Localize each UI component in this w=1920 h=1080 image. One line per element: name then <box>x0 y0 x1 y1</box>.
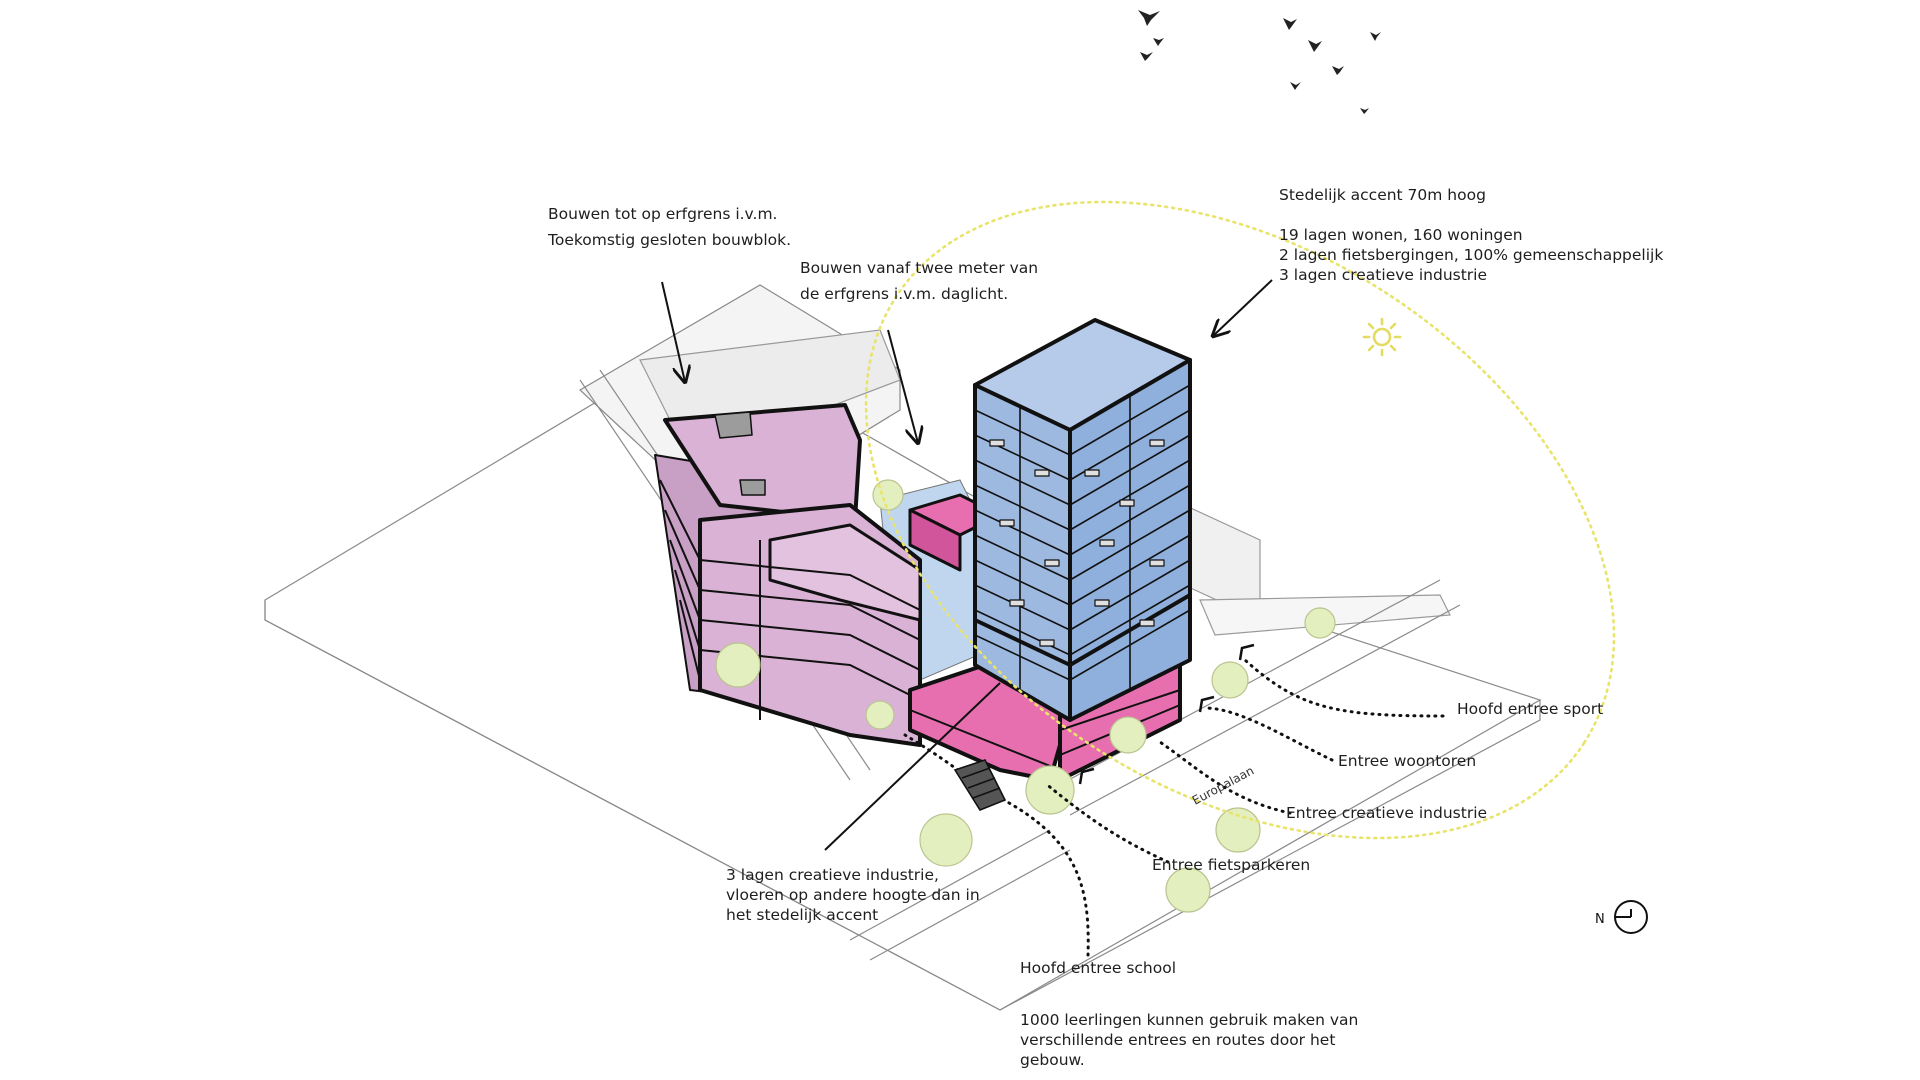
bird-icon <box>1283 18 1297 30</box>
annotation-line: 2 lagen fietsbergingen, 100% gemeenschap… <box>1279 246 1664 264</box>
tree <box>872 479 904 511</box>
annotation-line: Bouwen tot op erfgrens i.v.m. <box>548 205 778 223</box>
tree <box>1304 607 1336 639</box>
tree <box>1025 765 1075 815</box>
route-industrie <box>1158 740 1292 815</box>
annotation-line: Stedelijk accent 70m hoog <box>1279 186 1486 204</box>
bird-icon <box>1140 52 1153 61</box>
residential-tower <box>973 318 1192 722</box>
birds <box>1138 10 1381 114</box>
bird-icon <box>1308 40 1322 52</box>
tree <box>865 700 895 730</box>
annotation-stedelijk-accent: Stedelijk accent 70m hoog 19 lagen wonen… <box>1279 185 1663 285</box>
label-entree-sport: Hoofd entree sport <box>1457 700 1604 718</box>
tree <box>1211 661 1249 699</box>
annotation-line: 19 lagen wonen, 160 woningen <box>1279 226 1523 244</box>
tree <box>1109 716 1147 754</box>
trees <box>715 479 1336 913</box>
arrow-erfgrens <box>661 281 685 382</box>
route-school <box>998 796 1090 957</box>
annotation-line: Bouwen vanaf twee meter van <box>800 259 1039 277</box>
route-sport <box>1243 658 1445 718</box>
entrance-markers <box>1078 643 1255 785</box>
entrance-stairs <box>953 759 1007 811</box>
tree <box>1165 867 1211 913</box>
tree <box>919 813 973 867</box>
annotation-school: 1000 leerlingen kunnen gebruik maken van… <box>1020 1010 1358 1070</box>
annotation-line: 1000 leerlingen kunnen gebruik maken van <box>1020 1011 1359 1029</box>
school-building <box>654 403 922 747</box>
bird-icon <box>1370 32 1381 41</box>
bird-icon <box>1290 82 1301 90</box>
annotation-line: vloeren op andere hoogte dan in <box>726 886 980 904</box>
annotation-line: verschillende entrees en routes door het <box>1020 1031 1336 1049</box>
bird-icon <box>1332 66 1344 75</box>
annotation-line: 3 lagen creatieve industrie, <box>726 866 939 884</box>
annotation-erfgrens: Bouwen tot op erfgrens i.v.m. Toekomstig… <box>548 204 791 250</box>
sun-icon <box>1362 317 1402 357</box>
label-entree-industrie: Entree creatieve industrie <box>1286 804 1488 822</box>
bird-icon <box>1360 108 1369 114</box>
north-arrow-icon <box>1614 900 1648 934</box>
arrow-accent <box>1213 279 1273 336</box>
annotation-line: de erfgrens i.v.m. daglicht. <box>800 285 1009 303</box>
bird-icon <box>1153 38 1164 46</box>
arrow-daglicht <box>887 329 918 443</box>
annotation-daglicht: Bouwen vanaf twee meter van de erfgrens … <box>800 258 1038 304</box>
sun-orbit <box>864 200 1616 840</box>
leader-arrows <box>661 279 1273 851</box>
tree <box>715 642 761 688</box>
label-entree-woontoren: Entree woontoren <box>1338 752 1477 770</box>
route-woontoren <box>1203 706 1334 762</box>
annotation-line: 3 lagen creatieve industrie <box>1279 266 1488 284</box>
line-creatieve-industrie <box>824 682 1001 851</box>
annotation-line: gebouw. <box>1020 1051 1085 1069</box>
annotation-line: Toekomstig gesloten bouwblok. <box>548 231 792 249</box>
annotation-line: het stedelijk accent <box>726 906 879 924</box>
route-fiets <box>1043 781 1170 864</box>
label-entree-fiets: Entree fietsparkeren <box>1152 856 1311 874</box>
bird-icon <box>1138 10 1160 26</box>
label-entree-school: Hoofd entree school <box>1020 959 1177 977</box>
north-letter: N <box>1595 912 1605 927</box>
annotation-creatieve-industrie: 3 lagen creatieve industrie, vloeren op … <box>726 865 980 925</box>
